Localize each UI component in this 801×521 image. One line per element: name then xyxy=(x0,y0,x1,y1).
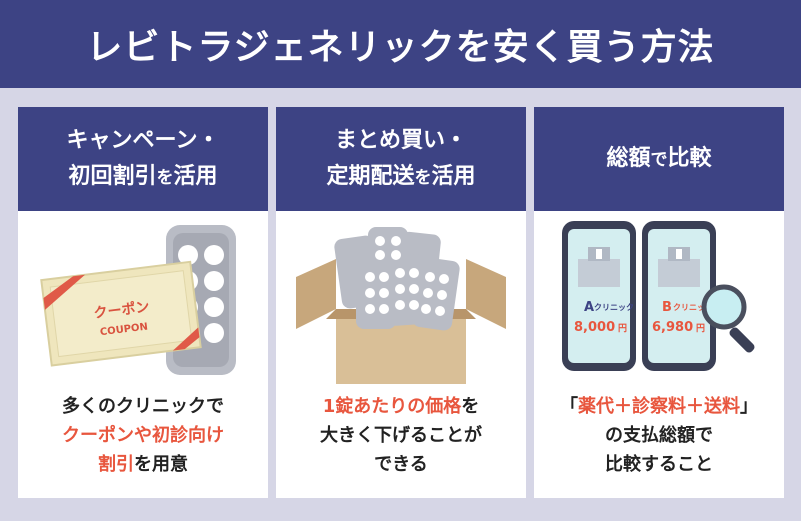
title-banner: レビトラジェネリックを安く買う方法 xyxy=(0,0,801,88)
card-header-line1: まとめ買い・ xyxy=(334,127,467,153)
card-header: キャンペーン・ 初回割引を活用 xyxy=(18,107,268,211)
phone-a-unit: 円 xyxy=(618,323,627,334)
caption-highlight: クーポンや初診向け xyxy=(62,425,224,446)
caption-line: 割引を用意 xyxy=(18,450,268,479)
caption-text: 」 xyxy=(740,396,758,417)
header-particle: を xyxy=(414,167,432,188)
phone-b-price: 6,980 xyxy=(652,320,693,335)
card-header: 総額で比較 xyxy=(534,107,784,211)
caption-line: できる xyxy=(374,454,428,475)
card-caption: 多くのクリニックで クーポンや初診向け 割引を用意 xyxy=(18,392,268,479)
coupon-illustration: クーポン COUPON xyxy=(40,225,236,375)
card-caption: 「薬代＋診察料＋送料」 の支払総額で 比較すること xyxy=(534,392,784,479)
card-bulk-purchase: まとめ買い・ 定期配送を活用 1錠あたりの価格を 大きく下げることが できる xyxy=(276,107,526,498)
caption-text: を xyxy=(461,396,480,417)
header-particle: で xyxy=(650,149,668,170)
caption-highlight: 1錠あたりの価格 xyxy=(322,396,462,417)
header-text: 活用 xyxy=(431,163,476,189)
header-text: 初回割引 xyxy=(68,163,157,189)
card-compare-total: 総額で比較 A クリニック 8,000 円 B クリニック 6,980 円 xyxy=(534,107,784,498)
card-header-line2: 定期配送を活用 xyxy=(326,159,475,196)
caption-text: を用意 xyxy=(134,454,188,475)
caption-text: 「 xyxy=(560,396,578,417)
phones-illustration: A クリニック 8,000 円 B クリニック 6,980 円 xyxy=(562,221,755,371)
caption-highlight: 薬代＋診察料＋送料 xyxy=(578,396,740,417)
smartphone-icon: A クリニック 8,000 円 xyxy=(562,221,636,371)
coupon-label-jp: クーポン xyxy=(93,298,151,322)
header-particle: を xyxy=(156,167,174,188)
box-illustration xyxy=(296,227,506,384)
magnifier-icon xyxy=(701,284,755,353)
header-text: 定期配送 xyxy=(326,163,415,189)
caption-line: 多くのクリニックで xyxy=(62,396,224,417)
card-header-line2: 初回割引を活用 xyxy=(68,159,217,196)
header-text: 比較 xyxy=(667,145,712,171)
caption-line: の支払総額で xyxy=(605,425,713,446)
caption-line: 1錠あたりの価格を xyxy=(276,392,526,421)
phone-a-price: 8,000 xyxy=(574,320,615,335)
card-header-line1: キャンペーン・ xyxy=(66,127,220,153)
smartphone-icon: B クリニック 6,980 円 xyxy=(642,221,716,371)
card-header-line1: 総額で比較 xyxy=(606,141,711,178)
phone-a-label: A xyxy=(584,300,594,315)
phone-b-unit: 円 xyxy=(696,323,705,334)
card-header: まとめ買い・ 定期配送を活用 xyxy=(276,107,526,211)
caption-highlight: 割引 xyxy=(98,454,134,475)
header-text: 活用 xyxy=(173,163,218,189)
caption-line: 「薬代＋診察料＋送料」 xyxy=(534,392,784,421)
card-campaign: キャンペーン・ 初回割引を活用 クーポン COUPON 多くのクリニックで クー… xyxy=(18,107,268,498)
coupon-ticket-icon: クーポン COUPON xyxy=(40,260,202,367)
caption-line: 比較すること xyxy=(605,454,713,475)
caption-line: 大きく下げることが xyxy=(320,425,482,446)
phone-a-sub: クリニック xyxy=(594,302,634,312)
card-caption: 1錠あたりの価格を 大きく下げることが できる xyxy=(276,392,526,479)
page-title: レビトラジェネリックを安く買う方法 xyxy=(86,27,715,68)
header-text: 総額 xyxy=(606,145,651,171)
phone-b-sub: クリニック xyxy=(673,302,713,312)
phone-b-label: B xyxy=(662,300,672,315)
